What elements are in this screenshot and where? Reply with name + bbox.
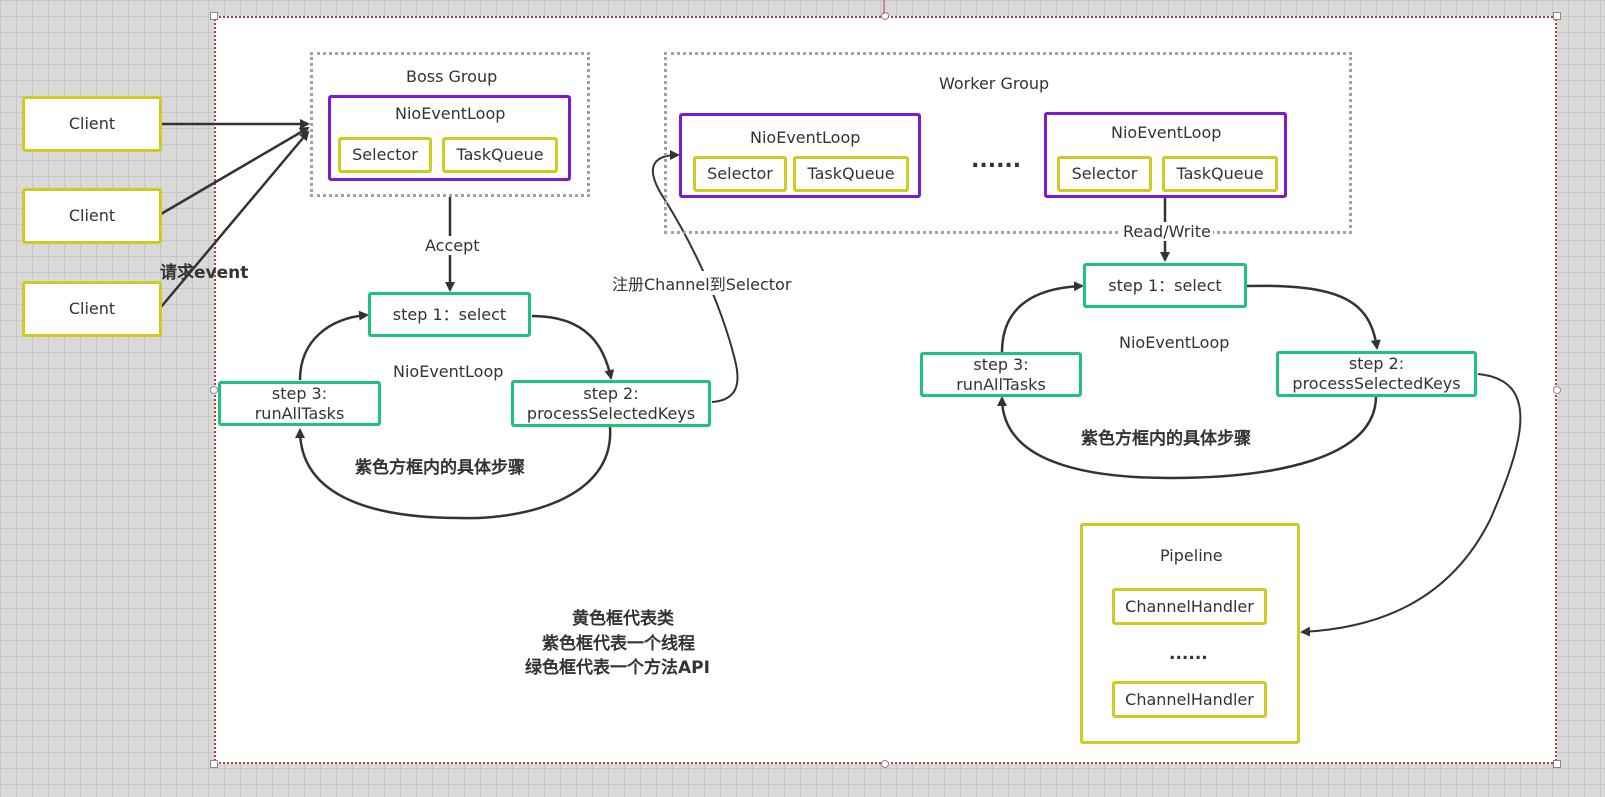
- legend-line-thread: 紫色框代表一个线程: [542, 634, 695, 654]
- step3-line2: runAllTasks: [254, 403, 345, 423]
- client-box[interactable]: Client: [22, 188, 162, 244]
- task-queue-box[interactable]: TaskQueue: [442, 137, 558, 173]
- selection-handle[interactable]: [210, 12, 218, 20]
- selection-handle[interactable]: [881, 12, 889, 20]
- step2-line2: processSelectedKeys: [1292, 374, 1461, 393]
- step3-line1: step 3:: [973, 354, 1029, 374]
- left-cycle-caption: 紫色方框内的具体步骤: [355, 458, 525, 478]
- selection-handle[interactable]: [210, 386, 218, 394]
- boss-loop-title: NioEventLoop: [395, 104, 506, 123]
- client-arrow: [160, 126, 310, 216]
- selection-handle[interactable]: [881, 760, 889, 768]
- pipeline-ellipsis: ......: [1169, 644, 1208, 664]
- read-write-label: Read/Write: [1121, 222, 1213, 241]
- worker-group-title: Worker Group: [939, 74, 1050, 93]
- selector-box[interactable]: Selector: [338, 137, 432, 173]
- step3-run-tasks-box[interactable]: step 3: runAllTasks: [218, 381, 381, 426]
- step2-line1: step 2:: [583, 383, 639, 403]
- worker-loop-title: NioEventLoop: [750, 128, 861, 147]
- channel-handler-box[interactable]: ChannelHandler: [1112, 681, 1267, 718]
- boss-group[interactable]: [310, 52, 590, 197]
- step2-line1: step 2:: [1348, 354, 1405, 373]
- cycle-arrow: [1000, 281, 1084, 353]
- legend-line-class: 黄色框代表类: [572, 609, 674, 629]
- task-queue-box[interactable]: TaskQueue: [793, 156, 909, 192]
- cycle-arrow: [531, 314, 615, 380]
- step3-run-tasks-box[interactable]: step 3: runAllTasks: [920, 352, 1082, 397]
- worker-loop-title: NioEventLoop: [1111, 123, 1222, 142]
- selection-handle[interactable]: [1553, 760, 1561, 768]
- pipeline-title: Pipeline: [1160, 546, 1223, 565]
- selection-handle[interactable]: [1553, 12, 1561, 20]
- cycle-arrow: [1246, 284, 1381, 350]
- step1-select-box[interactable]: step 1：select: [368, 292, 531, 337]
- step1-select-box[interactable]: step 1：select: [1083, 263, 1247, 308]
- step2-process-keys-box[interactable]: step 2: processSelectedKeys: [1276, 351, 1477, 397]
- accept-label: Accept: [423, 236, 482, 255]
- selection-handle[interactable]: [210, 760, 218, 768]
- client-box[interactable]: Client: [22, 281, 162, 337]
- cycle-arrow: [997, 395, 1378, 480]
- worker-ellipsis: ......: [971, 148, 1022, 173]
- selector-box[interactable]: Selector: [693, 156, 787, 192]
- step2-process-keys-box[interactable]: step 2: processSelectedKeys: [511, 380, 711, 427]
- cycle-arrow: [298, 310, 369, 381]
- pipeline-arrow: [1300, 373, 1522, 637]
- worker-group[interactable]: [664, 52, 1352, 234]
- channel-handler-box[interactable]: ChannelHandler: [1112, 588, 1267, 625]
- task-queue-box[interactable]: TaskQueue: [1162, 156, 1278, 192]
- left-cycle-center-label: NioEventLoop: [393, 362, 504, 381]
- legend-line-method: 绿色框代表一个方法API: [525, 658, 710, 678]
- right-cycle-caption: 紫色方框内的具体步骤: [1081, 429, 1251, 449]
- boss-group-title: Boss Group: [406, 67, 498, 86]
- selector-box[interactable]: Selector: [1057, 156, 1152, 192]
- client-arrow: [160, 130, 310, 308]
- request-label: 请求event: [160, 263, 249, 283]
- client-box[interactable]: Client: [22, 96, 162, 152]
- selection-handle[interactable]: [1553, 386, 1561, 394]
- step3-line1: step 3:: [271, 383, 328, 403]
- right-cycle-center-label: NioEventLoop: [1119, 333, 1230, 352]
- step2-line2: processSelectedKeys: [526, 403, 696, 423]
- step3-line2: runAllTasks: [956, 374, 1046, 394]
- cycle-arrow: [295, 426, 612, 520]
- register-channel-label: 注册Channel到Selector: [610, 271, 794, 295]
